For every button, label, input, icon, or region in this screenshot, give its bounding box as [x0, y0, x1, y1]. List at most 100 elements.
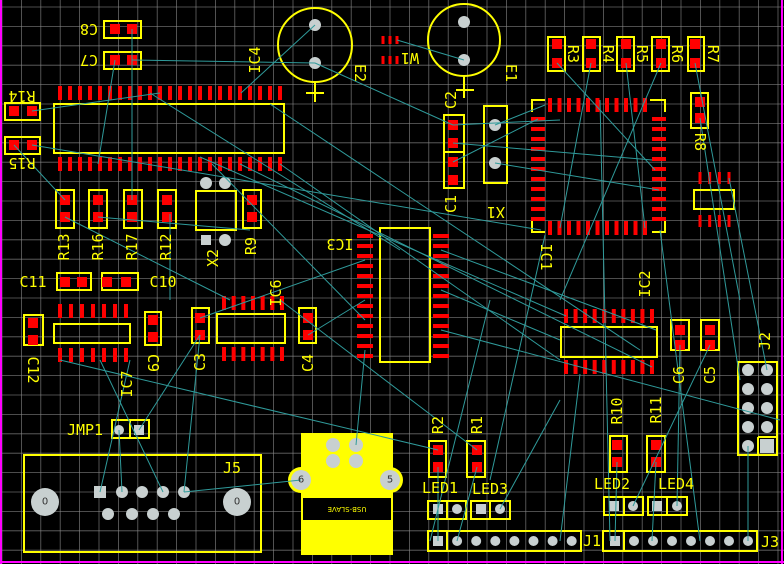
label-x2[interactable]: X2: [204, 249, 222, 267]
label-c11[interactable]: C11: [19, 273, 46, 291]
smd-pad: [640, 360, 645, 374]
label-led1[interactable]: LED1: [422, 479, 458, 497]
smd-pad: [381, 36, 385, 44]
label-r7[interactable]: R7: [704, 45, 722, 63]
ratsnest-line: [279, 163, 561, 361]
label-j4[interactable]: J4: [331, 468, 349, 486]
ratsnest-line: [97, 59, 116, 165]
label-r14[interactable]: R14: [8, 87, 35, 105]
label-jmp1[interactable]: JMP1: [67, 421, 103, 439]
smd-pad: [652, 157, 666, 161]
smd-pad: [614, 98, 619, 112]
label-c5[interactable]: C5: [701, 366, 719, 384]
through-hole-pad: [686, 536, 696, 546]
label-j1[interactable]: J1: [583, 532, 601, 550]
label-ic6[interactable]: IC6: [267, 279, 285, 306]
connector-j4[interactable]: USB-SLAVE: [301, 433, 393, 555]
label-c8[interactable]: C8: [80, 20, 98, 38]
label-c10[interactable]: C10: [149, 273, 176, 291]
smd-pad: [573, 360, 578, 374]
smd-pad: [162, 195, 172, 205]
ratsnest-line: [131, 59, 316, 64]
label-ic3[interactable]: IC3: [326, 235, 353, 253]
label-ic7[interactable]: IC7: [118, 370, 136, 397]
label-r4[interactable]: R4: [599, 45, 617, 63]
label-r6[interactable]: R6: [668, 45, 686, 63]
label-r12[interactable]: R12: [157, 233, 175, 260]
ratsnest-line: [183, 334, 201, 493]
label-led4[interactable]: LED4: [658, 475, 694, 493]
through-hole-pad: [136, 486, 148, 498]
smd-pad: [624, 221, 628, 235]
ratsnest-line: [240, 24, 316, 94]
label-j3[interactable]: J3: [761, 533, 779, 551]
label-c6[interactable]: C6: [670, 366, 688, 384]
label-r5[interactable]: R5: [633, 45, 651, 63]
smd-pad: [9, 106, 19, 116]
label-c7[interactable]: C7: [80, 51, 98, 69]
smd-pad: [531, 187, 545, 191]
label-r8[interactable]: R8: [691, 133, 709, 151]
through-hole-pad: [742, 421, 754, 433]
ratsnest-line: [440, 249, 657, 331]
label-e1[interactable]: E1: [502, 64, 520, 82]
label-r10[interactable]: R10: [608, 397, 626, 424]
label-led2[interactable]: LED2: [594, 475, 630, 493]
label-r17[interactable]: R17: [123, 233, 141, 260]
label-w1[interactable]: W1: [401, 49, 419, 67]
label-r16[interactable]: R16: [89, 233, 107, 260]
label-c1[interactable]: C1: [442, 195, 460, 213]
ratsnest-line: [676, 344, 681, 507]
label-r3[interactable]: R3: [564, 45, 582, 63]
label-c2[interactable]: C2: [442, 91, 460, 109]
ratsnest-line: [239, 163, 653, 368]
smd-pad: [222, 347, 226, 361]
label-x1[interactable]: X1: [487, 203, 505, 221]
through-hole-pad: [566, 536, 577, 546]
smd-pad: [564, 360, 568, 374]
ratsnest-line: [31, 92, 161, 112]
label-led3[interactable]: LED3: [472, 480, 508, 498]
smd-pad: [708, 215, 712, 227]
label-c9[interactable]: C9: [144, 354, 162, 372]
ratsnest-line: [59, 359, 439, 451]
label-ic4[interactable]: IC4: [246, 46, 264, 73]
label-r1[interactable]: R1: [468, 416, 486, 434]
label-c12[interactable]: C12: [24, 356, 42, 383]
label-c4[interactable]: C4: [299, 354, 317, 372]
through-hole-pad: [724, 536, 734, 546]
label-r11[interactable]: R11: [647, 396, 665, 423]
label-r13[interactable]: R13: [55, 233, 73, 260]
smd-pad: [357, 304, 373, 308]
label-e2[interactable]: E2: [351, 64, 369, 82]
label-r2[interactable]: R2: [429, 416, 447, 434]
through-hole-pad: [326, 454, 340, 468]
smd-pad: [640, 309, 645, 323]
ratsnest-line: [440, 329, 781, 421]
smd-pad: [138, 86, 142, 100]
smd-pad: [614, 221, 619, 235]
smd-pad: [586, 98, 590, 112]
smd-pad: [652, 167, 666, 171]
ratsnest-line: [149, 92, 401, 251]
label-j2[interactable]: J2: [756, 332, 774, 350]
label-j5[interactable]: J5: [223, 459, 241, 477]
smd-pad: [357, 354, 373, 358]
label-r9[interactable]: R9: [242, 237, 260, 255]
smd-pad: [124, 348, 128, 362]
smd-pad: [605, 221, 609, 235]
smd-pad: [531, 197, 545, 201]
j5-mount-right-label: 0: [234, 497, 240, 508]
label-ic2[interactable]: IC2: [636, 270, 654, 297]
label-c3[interactable]: C3: [191, 353, 209, 371]
smd-pad: [91, 348, 95, 362]
smd-pad: [433, 334, 449, 338]
through-hole-pad: [326, 438, 340, 452]
ratsnest-line: [199, 259, 366, 319]
j4-shield-5-label: 5: [387, 475, 393, 486]
smd-pad: [357, 234, 373, 238]
label-ic1[interactable]: IC1: [537, 243, 555, 270]
j5-mount-left-label: 0: [42, 497, 48, 508]
label-r15[interactable]: R15: [8, 154, 35, 172]
